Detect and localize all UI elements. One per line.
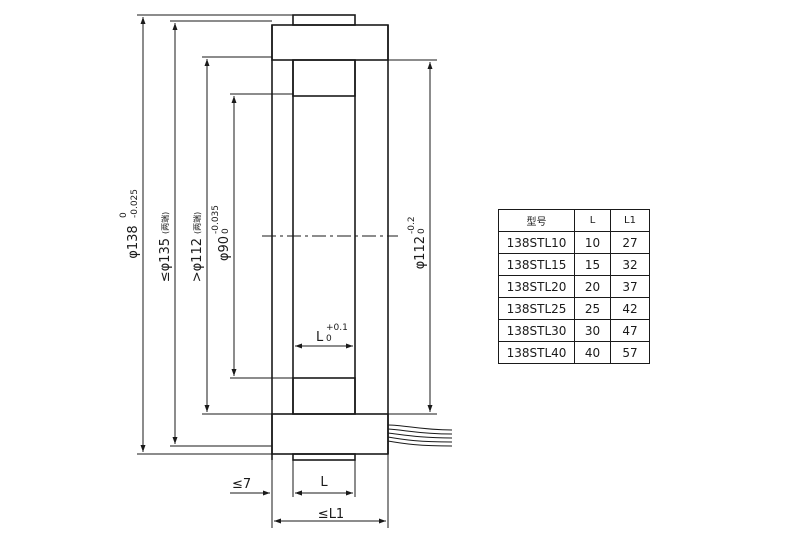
dim-d112-outer: >φ112 xyxy=(190,238,205,282)
table-cell-l1: 37 xyxy=(610,275,650,298)
table-cell-model: 138STL10 xyxy=(498,231,575,254)
dim-d112-right-tol-upper: -0.2 xyxy=(407,216,417,234)
table-cell-l: 10 xyxy=(574,231,611,254)
table-cell-model: 138STL25 xyxy=(498,297,575,320)
table-cell-model: 138STL15 xyxy=(498,253,575,276)
table-row: 138STL30 30 47 xyxy=(498,319,650,342)
dim-d135: ≤φ135 xyxy=(158,238,173,282)
table-cell-l1: 27 xyxy=(610,231,650,254)
dim-d138: φ138 xyxy=(126,225,141,258)
table-cell-l: 20 xyxy=(574,275,611,298)
housing-outline xyxy=(271,14,389,461)
dim-d138-tol-lower: -0.025 xyxy=(130,189,140,218)
dim-d138-tol-upper: 0 xyxy=(119,212,129,218)
dim-d90-tol-lower: 0 xyxy=(221,228,231,234)
dim-le7: ≤7 xyxy=(232,477,251,492)
table-row: 138STL20 20 37 xyxy=(498,275,650,298)
table-cell-model: 138STL20 xyxy=(498,275,575,298)
table-cell-model: 138STL40 xyxy=(498,341,575,364)
table-cell-l1: 32 xyxy=(610,253,650,276)
dim-d112-right: φ112 xyxy=(413,236,428,269)
dim-d90: φ90 xyxy=(217,236,232,261)
table-cell-l: 25 xyxy=(574,297,611,320)
table-cell-l1: 42 xyxy=(610,297,650,320)
table-row: 138STL25 25 42 xyxy=(498,297,650,320)
table-header-l1: L1 xyxy=(610,209,650,232)
table-cell-model: 138STL30 xyxy=(498,319,575,342)
dim-l-bottom: L xyxy=(320,475,328,490)
table-cell-l1: 57 xyxy=(610,341,650,364)
dim-l-inner-tol-upper: +0.1 xyxy=(326,323,348,333)
table-row: 138STL10 10 27 xyxy=(498,231,650,254)
table-header-l: L xyxy=(574,209,611,232)
lead-wires xyxy=(387,424,453,447)
table-cell-l1: 47 xyxy=(610,319,650,342)
table-row: 138STL40 40 57 xyxy=(498,341,650,364)
dim-d112-outer-note: (两端) xyxy=(192,212,202,234)
dim-d135-note: (两端) xyxy=(160,212,170,234)
table-header-model: 型号 xyxy=(498,209,575,232)
dim-le-l1: ≤L1 xyxy=(318,507,344,522)
dim-l-inner: L xyxy=(316,330,324,345)
table-cell-l: 15 xyxy=(574,253,611,276)
dim-l-inner-tol-lower: 0 xyxy=(326,334,332,344)
table-cell-l: 30 xyxy=(574,319,611,342)
dim-d112-right-tol-lower: 0 xyxy=(417,228,427,234)
model-spec-table: 型号 L L1 138STL10 10 27 138STL15 15 32 13… xyxy=(498,209,650,364)
dim-d90-tol-upper: -0.035 xyxy=(211,205,221,234)
table-row: 138STL15 15 32 xyxy=(498,253,650,276)
table-cell-l: 40 xyxy=(574,341,611,364)
table-header-row: 型号 L L1 xyxy=(498,209,650,232)
